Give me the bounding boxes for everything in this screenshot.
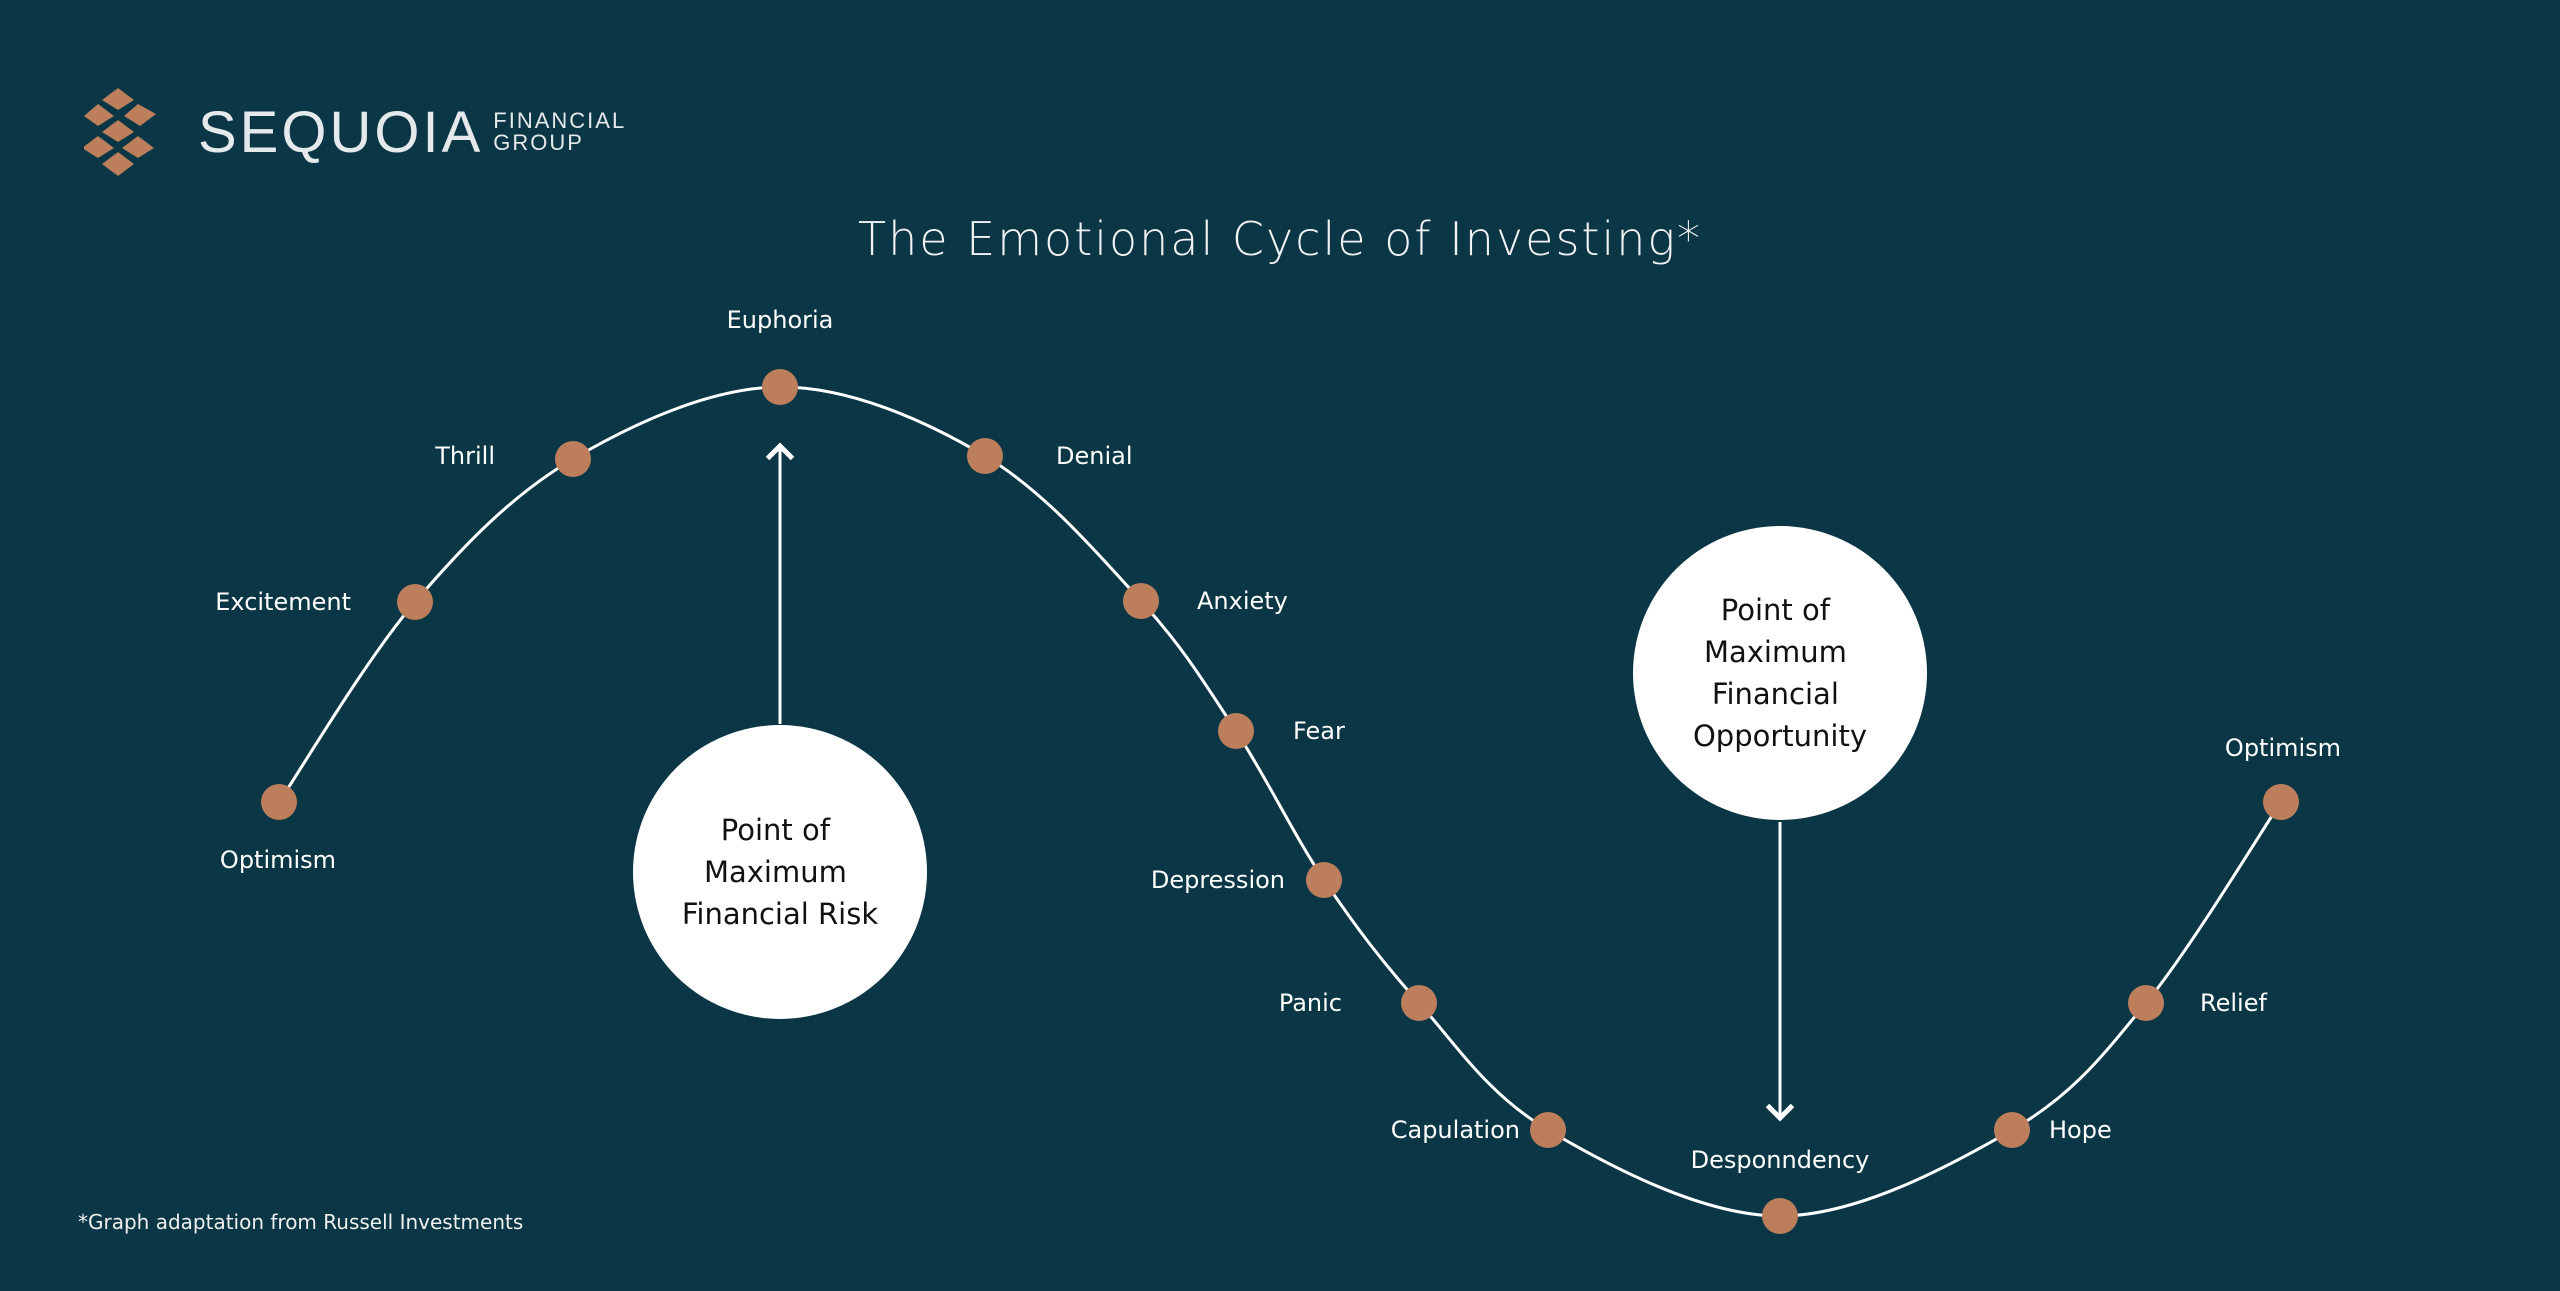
stage-label: Hope xyxy=(2049,1116,2112,1144)
risk-callout-line: Point of xyxy=(721,813,831,847)
sequoia-logo-icon xyxy=(84,88,156,176)
stage-label: Fear xyxy=(1293,717,1345,745)
logo: SEQUOIA FINANCIAL GROUP xyxy=(84,86,626,178)
stage-dot xyxy=(1218,713,1254,749)
stage-dot xyxy=(2128,985,2164,1021)
stage-dot xyxy=(555,441,591,477)
risk-callout-line: Financial Risk xyxy=(682,897,879,931)
brand-subtitle: FINANCIAL GROUP xyxy=(493,110,626,154)
stage-dot xyxy=(397,584,433,620)
brand-subtitle-line2: GROUP xyxy=(493,130,584,155)
stage-label: Depression xyxy=(1151,866,1285,894)
stage-dot xyxy=(1123,583,1159,619)
svg-text:Point of Maximum Finan: Point of Maximum Financial Risk xyxy=(682,813,879,931)
stage-dot xyxy=(1994,1112,2030,1148)
stage-label: Optimism xyxy=(220,846,336,874)
brand-subtitle-line1: FINANCIAL xyxy=(493,108,627,133)
stage-dot xyxy=(967,438,1003,474)
stage-dot xyxy=(261,784,297,820)
cycle-curve xyxy=(277,385,2283,1218)
stage-label: Panic xyxy=(1279,989,1342,1017)
stage-dot xyxy=(1306,862,1342,898)
opportunity-callout-line: Maximum xyxy=(1704,635,1847,669)
stage-label: Excitement xyxy=(215,588,351,616)
risk-callout-circle xyxy=(633,725,927,1019)
opportunity-callout-line: Financial xyxy=(1712,677,1839,711)
stage-label: Capulation xyxy=(1391,1116,1520,1144)
stage-label: Thrill xyxy=(434,442,495,470)
svg-text:Point of Maximum Finan: Point of Maximum Financial Opportunity xyxy=(1693,593,1867,753)
page-title: The Emotional Cycle of Investing* xyxy=(858,212,1702,266)
stage-label: Relief xyxy=(2200,989,2267,1017)
stage-dot xyxy=(1401,985,1437,1021)
stage-dot xyxy=(762,369,798,405)
stage-label: Euphoria xyxy=(727,306,834,334)
opportunity-callout-line: Opportunity xyxy=(1693,719,1867,753)
footnote: *Graph adaptation from Russell Investmen… xyxy=(78,1210,524,1234)
stage-label: Anxiety xyxy=(1197,587,1288,615)
opportunity-callout-line: Point of xyxy=(1721,593,1831,627)
risk-callout-line: Maximum xyxy=(704,855,847,889)
stage-label: Optimism xyxy=(2225,734,2341,762)
stage-dot xyxy=(1762,1198,1798,1234)
stage-dot xyxy=(2263,784,2299,820)
opportunity-callout-circle xyxy=(1633,526,1927,820)
brand-name: SEQUOIA xyxy=(198,99,484,165)
stage-label: Denial xyxy=(1056,442,1133,470)
stage-dot xyxy=(1530,1112,1566,1148)
stage-label: Desponndency xyxy=(1691,1146,1870,1174)
